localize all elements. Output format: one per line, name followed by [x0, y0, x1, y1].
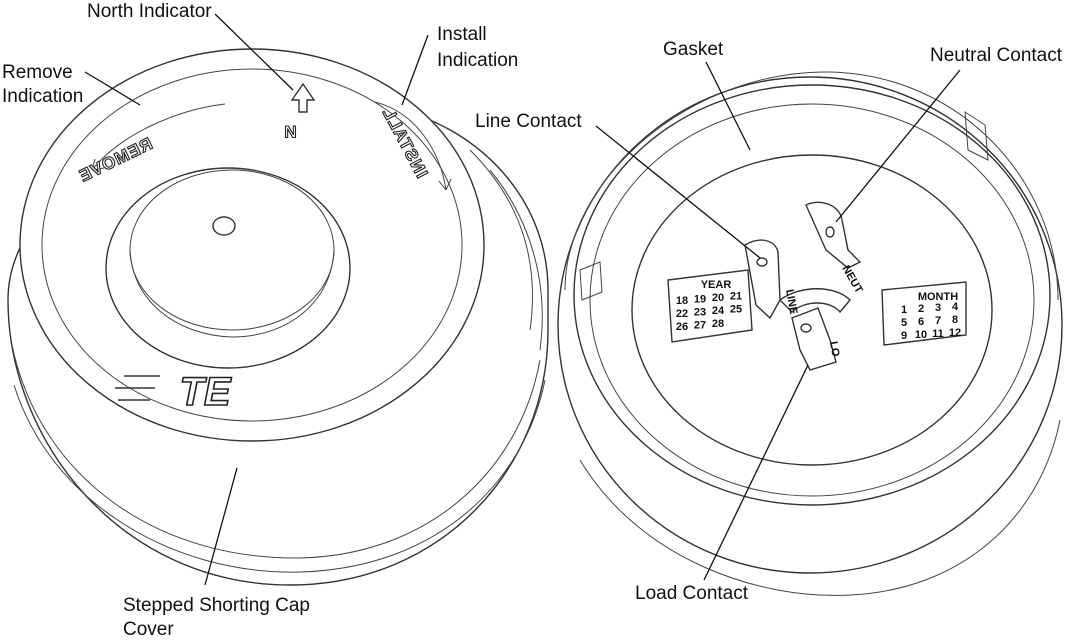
year-code-19: 19 [694, 294, 706, 306]
month-code-3: 3 [935, 302, 941, 314]
year-code-26: 26 [676, 321, 688, 333]
year-code-27: 27 [694, 320, 706, 332]
north-indicator-marking: N [283, 82, 316, 142]
year-code-28: 28 [712, 318, 724, 330]
leader-remove [84, 71, 141, 106]
te-brand-text: TE [179, 370, 231, 414]
te-logo: TE [115, 369, 233, 415]
leader-load [703, 364, 809, 581]
north-indicator-label: North Indicator [87, 1, 212, 22]
year-code-23: 23 [694, 307, 706, 319]
month-title: MONTH [918, 291, 958, 303]
load-contact-label: Load Contact [635, 583, 749, 604]
month-code-6: 6 [918, 316, 924, 328]
year-code-21: 21 [730, 291, 742, 303]
month-code-4: 4 [952, 301, 959, 313]
year-code-24: 24 [712, 305, 725, 317]
line-contact-label: Line Contact [475, 111, 582, 132]
leader-north [214, 13, 294, 91]
callout-labels: North Indicator Remove Indication Instal… [2, 1, 1063, 640]
gasket-label: Gasket [663, 39, 724, 60]
year-title: YEAR [701, 279, 732, 291]
month-code-8: 8 [952, 314, 958, 326]
month-code-5: 5 [901, 317, 907, 329]
north-letter: N [283, 122, 296, 141]
month-code-2: 2 [918, 303, 924, 315]
month-code-7: 7 [935, 315, 941, 327]
load-contact-blade: LO [791, 307, 842, 371]
stepped-cover-label-line2: Cover [123, 619, 174, 639]
install-indication-label-line2: Indication [437, 50, 518, 71]
leader-lines [84, 13, 961, 586]
leader-neutral [835, 69, 961, 223]
neutral-contact-label: Neutral Contact [930, 45, 1063, 66]
leader-cover [204, 467, 238, 586]
month-code-11: 11 [932, 328, 944, 340]
month-code-1: 1 [901, 304, 907, 316]
month-code-12: 12 [949, 327, 961, 339]
line-contact-mark: LINE [783, 288, 799, 315]
remove-indication-label-line2: Indication [2, 86, 83, 107]
install-indication-label-line1: Install [437, 24, 487, 45]
year-code-25: 25 [730, 304, 742, 316]
month-code-9: 9 [901, 330, 907, 342]
load-contact-mark: LO [827, 340, 842, 358]
year-date-plate: YEAR 18 19 20 21 22 23 24 25 26 27 28 [667, 269, 753, 343]
leader-gasket [705, 61, 751, 151]
line-contact-blade: LINE [744, 239, 799, 320]
remove-indication-label-line1: Remove [2, 62, 73, 83]
leader-install [401, 34, 429, 106]
year-code-22: 22 [676, 308, 688, 320]
shorting-cap-cover [7, 48, 549, 586]
year-code-18: 18 [676, 295, 688, 307]
stepped-cover-label-line1: Stepped Shorting Cap [123, 595, 310, 616]
year-code-20: 20 [712, 292, 724, 304]
month-code-10: 10 [915, 329, 927, 341]
leader-line [595, 125, 761, 259]
year-grid: 18 19 20 21 22 23 24 25 26 27 28 [676, 291, 742, 334]
